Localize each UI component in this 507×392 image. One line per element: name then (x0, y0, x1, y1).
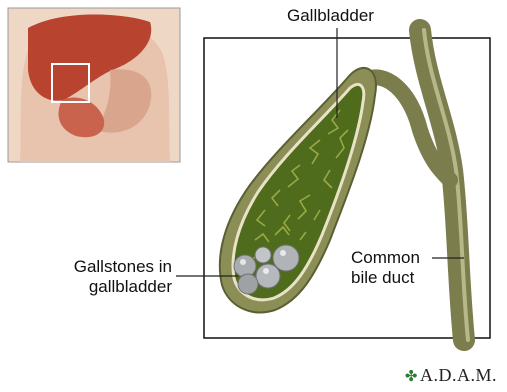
gallstone (273, 245, 299, 271)
gallstone (255, 247, 271, 263)
gallstone (234, 255, 256, 277)
adam-logo: ✤A.D.A.M. (405, 365, 497, 386)
bile-duct-label-line1: Common (351, 248, 420, 268)
leaf-icon: ✤ (405, 369, 418, 385)
bile-duct-label: Common bile duct (351, 248, 420, 288)
gallstone (238, 274, 258, 294)
gallstones-label: Gallstones in gallbladder (52, 257, 172, 297)
gallbladder-label: Gallbladder (287, 6, 374, 26)
bile-duct-label-line2: bile duct (351, 268, 420, 288)
logo-text: A.D.A.M. (420, 365, 497, 385)
gallstone (256, 264, 280, 288)
gallstones-label-line2: gallbladder (52, 277, 172, 297)
inset-thumbnail (8, 8, 180, 162)
gallstones-label-line1: Gallstones in (52, 257, 172, 277)
